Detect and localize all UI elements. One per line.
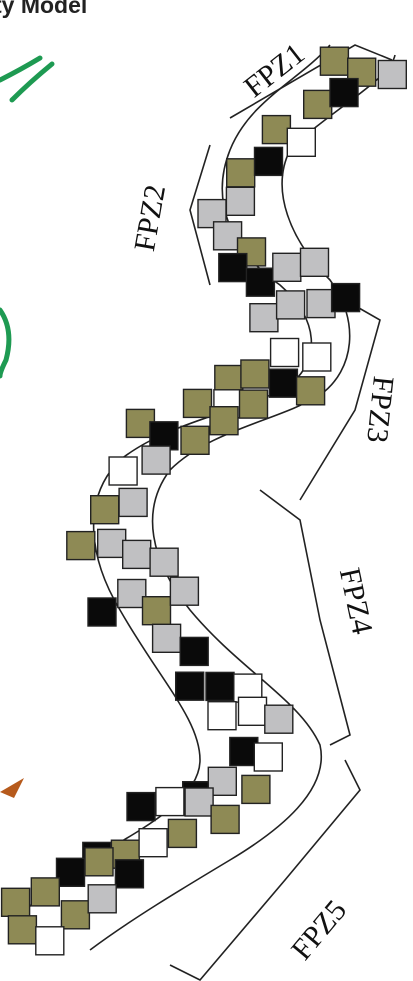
chain-square <box>184 389 212 417</box>
chain-square <box>85 848 113 876</box>
chain-square <box>211 805 239 833</box>
chain-square <box>208 702 236 730</box>
chain-square <box>8 916 36 944</box>
chain-square <box>109 457 137 485</box>
chain-square <box>277 291 305 319</box>
chain-square <box>91 496 119 524</box>
chain-square <box>127 793 155 821</box>
chain-square <box>118 580 146 608</box>
chain-square <box>119 488 147 516</box>
chain-square <box>271 339 299 367</box>
square-chain <box>2 47 407 955</box>
chain-square <box>36 927 64 955</box>
chain-square <box>88 598 116 626</box>
chain-square <box>265 705 293 733</box>
chain-square <box>185 788 213 816</box>
chain-square <box>307 290 335 318</box>
chain-square <box>269 369 297 397</box>
chain-square <box>123 540 151 568</box>
chain-square <box>150 548 178 576</box>
zone-brackets <box>170 45 392 980</box>
chain-square <box>242 775 270 803</box>
orange-arrow-fragment <box>0 778 24 798</box>
chain-square <box>239 697 267 725</box>
chain-square <box>176 672 204 700</box>
chain-square <box>301 248 329 276</box>
chain-square <box>230 738 258 766</box>
chain-square <box>226 187 254 215</box>
chain-square <box>31 878 59 906</box>
chain-square <box>181 426 209 454</box>
chain-square <box>227 159 255 187</box>
chain-square <box>98 529 126 557</box>
chain-square <box>330 79 358 107</box>
chain-square <box>61 901 89 929</box>
chain-square <box>332 284 360 312</box>
chain-square <box>57 858 85 886</box>
chain-square <box>287 128 315 156</box>
chain-square <box>168 819 196 847</box>
chain-square <box>143 597 171 625</box>
chain-square <box>297 377 325 405</box>
chain-square <box>320 47 348 75</box>
chain-square <box>115 860 143 888</box>
chain-square <box>170 577 198 605</box>
chain-square <box>273 253 301 281</box>
chain-square <box>2 888 30 916</box>
chain-square <box>241 360 269 388</box>
chain-square <box>250 304 278 332</box>
chain-square <box>255 147 283 175</box>
chain-square <box>142 446 170 474</box>
green-strand-fragment <box>0 58 52 376</box>
chain-square <box>219 254 247 282</box>
chain-square <box>303 343 331 371</box>
chain-square <box>88 885 116 913</box>
chain-square <box>210 407 238 435</box>
chain-square <box>206 672 234 700</box>
chain-square <box>378 61 406 89</box>
chain-square <box>67 532 95 560</box>
chain-square <box>240 390 268 418</box>
chain-square <box>262 116 290 144</box>
chain-square <box>180 637 208 665</box>
zone-label-fpz3: FPZ3 <box>359 374 400 444</box>
chain-square <box>246 268 274 296</box>
chain-square <box>153 624 181 652</box>
chain-square <box>304 90 332 118</box>
chain-square <box>139 829 167 857</box>
chain-square <box>254 743 282 771</box>
chain-square <box>156 788 184 816</box>
